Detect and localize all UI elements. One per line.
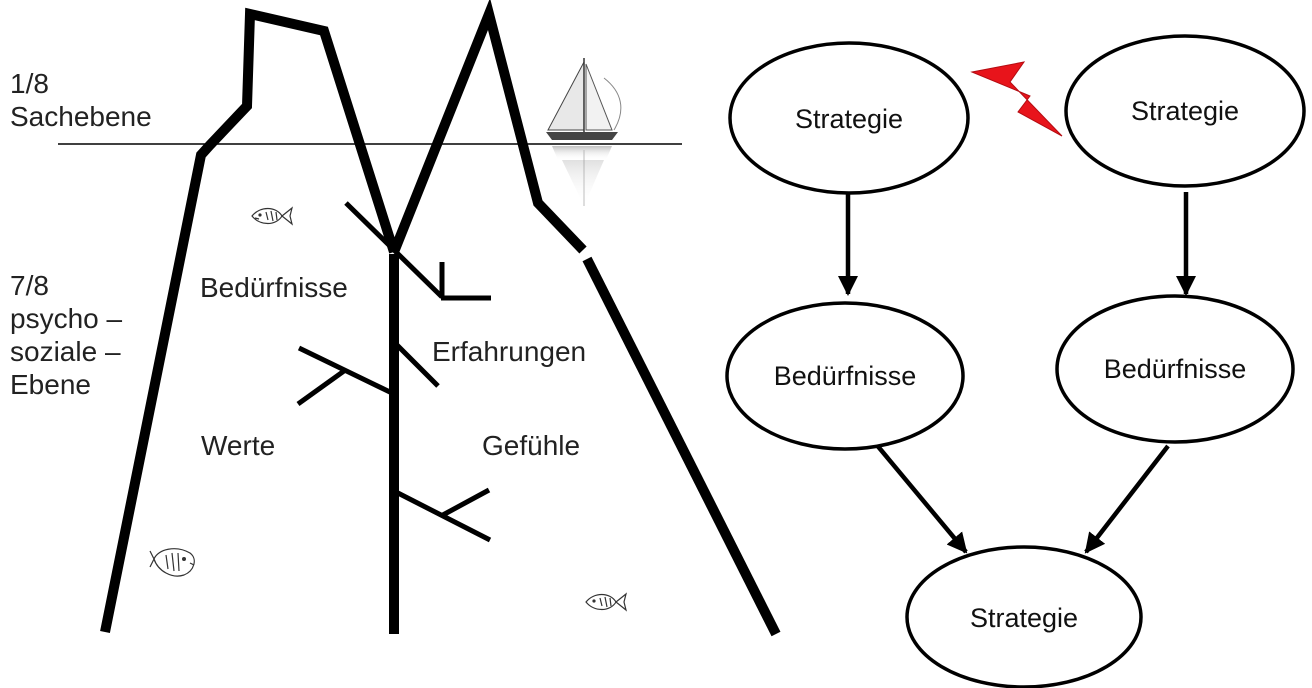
iceberg-left-outline	[100, 7, 399, 633]
label-bottom-line3: Ebene	[10, 369, 91, 400]
lightning-icon	[970, 61, 1063, 137]
label-feelings: Gefühle	[482, 430, 580, 461]
strategy-flow-diagram: Strategie Strategie Bedürfnisse Bedürfni…	[725, 34, 1306, 688]
iceberg-diagram: 1/8 Sachebene 7/8 psycho – soziale – Ebe…	[10, 0, 781, 637]
fish-icon	[585, 592, 628, 612]
node-needs-right	[1055, 294, 1295, 444]
node-strategy-bottom-label: Strategie	[970, 603, 1078, 633]
arrow-needs-right-to-strategy-bottom	[1084, 444, 1170, 554]
label-values: Werte	[201, 430, 275, 461]
node-strategy-right	[1064, 34, 1306, 188]
node-needs-right-label: Bedürfnisse	[1104, 354, 1247, 384]
label-experiences: Erfahrungen	[432, 336, 586, 367]
fish-icon	[149, 548, 195, 577]
node-strategy-left	[728, 41, 970, 195]
node-strategy-left-label: Strategie	[795, 104, 903, 134]
node-needs-left	[725, 301, 965, 451]
label-needs: Bedürfnisse	[200, 272, 348, 303]
iceberg-right-lower-edge	[582, 256, 781, 637]
tree-branches	[296, 201, 492, 543]
arrow-needs-left-to-strategy-bottom	[874, 442, 968, 554]
label-bottom-line1: psycho –	[10, 303, 122, 334]
label-bottom-fraction: 7/8	[10, 270, 49, 301]
label-top-level: Sachebene	[10, 101, 152, 132]
node-needs-left-label: Bedürfnisse	[774, 361, 917, 391]
fish-icon	[251, 206, 294, 226]
label-bottom-line2: soziale –	[10, 336, 121, 367]
label-top-fraction: 1/8	[10, 68, 49, 99]
node-strategy-right-label: Strategie	[1131, 96, 1239, 126]
node-strategy-bottom	[905, 545, 1143, 688]
iceberg-right-outline	[389, 0, 587, 254]
sailboat-icon	[546, 58, 622, 206]
